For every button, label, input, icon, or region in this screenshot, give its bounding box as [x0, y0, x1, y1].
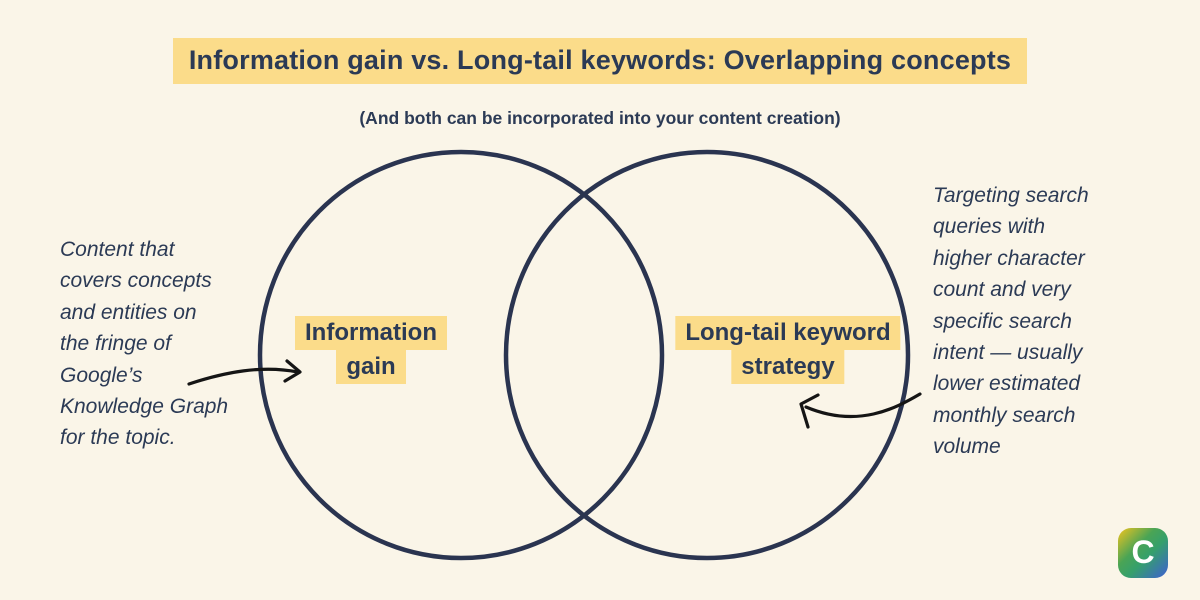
page-title: Information gain vs. Long-tail keywords:…: [172, 38, 1028, 84]
title-bar: Information gain vs. Long-tail keywords:…: [0, 38, 1200, 84]
left-arrow-icon: [187, 359, 302, 386]
right-circle-label: Long-tail keyword strategy: [675, 316, 901, 384]
right-arrow-icon: [799, 392, 922, 429]
logo-letter: C: [1131, 534, 1155, 570]
right-annotation: Targeting search queries with higher cha…: [933, 184, 1089, 459]
left-circle-label: Information gain: [295, 316, 447, 384]
right-circle-label-line1: Long-tail keyword: [675, 316, 901, 350]
subtitle: (And both can be incorporated into your …: [359, 107, 841, 128]
left-annotation: Content that covers concepts and entitie…: [60, 238, 229, 450]
left-circle-label-line2: gain: [336, 350, 406, 384]
right-circle: [503, 149, 911, 561]
clearscope-logo: C: [1118, 528, 1168, 578]
right-circle-label-line2: strategy: [731, 350, 845, 384]
left-circle: [257, 149, 665, 561]
left-circle-label-line1: Information: [295, 316, 447, 350]
